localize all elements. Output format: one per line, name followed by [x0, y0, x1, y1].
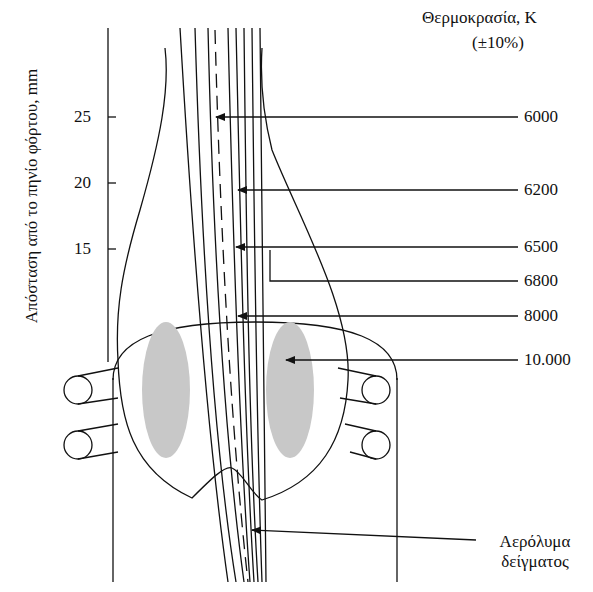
- legend-note: (±10%): [470, 33, 526, 53]
- temperature-value: 6500: [522, 237, 560, 257]
- temperature-value: 10.000: [522, 350, 573, 370]
- temperature-value: 6200: [522, 180, 560, 200]
- tick-label: 20: [72, 173, 93, 193]
- legend-heading: Θερμοκρασία, K: [420, 8, 539, 28]
- sample-aerosol-label: Αερόλυμα δείγματος: [478, 532, 592, 572]
- temperature-value: 6800: [522, 271, 560, 291]
- axis-title: Απόσταση από το πηνίο φόρτου, mm: [22, 24, 42, 368]
- temperature-value: 6000: [522, 107, 560, 127]
- temperature-value: 8000: [522, 306, 560, 326]
- axis-line: [107, 28, 108, 362]
- tick-label: 25: [72, 107, 93, 127]
- tick-label: 15: [72, 239, 93, 259]
